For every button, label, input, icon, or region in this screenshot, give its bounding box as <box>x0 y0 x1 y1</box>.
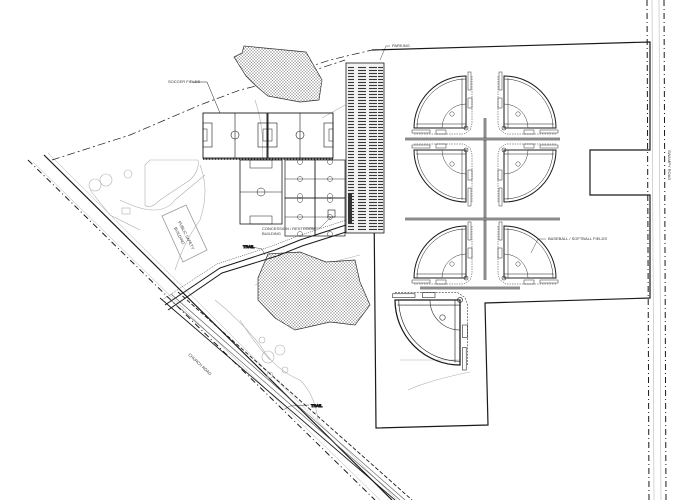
concession-label: CONCESSION / RESTROOM <box>262 226 315 231</box>
ballfield-4 <box>497 143 559 207</box>
ballfield-6 <box>497 221 559 285</box>
wetland-area-south <box>257 251 371 331</box>
soccer-fields-lower: CONCESSION / RESTROOM BUILDING <box>239 159 346 237</box>
soccer-fields-label: SOCCER FIELDS <box>168 79 201 84</box>
trail-upper-label: TRAIL <box>243 244 255 249</box>
wetland-area-north <box>233 45 323 103</box>
baseball-fields: BASEBALL / SOFTBALL FIELDS <box>391 71 607 371</box>
access-drive: TRAIL TRAIL <box>161 219 347 411</box>
swampy-road: SWAMPY ROAD <box>646 0 672 500</box>
complex-boundary <box>371 41 651 429</box>
concession-label-2: BUILDING <box>262 231 281 236</box>
soccer-fields-upper: SOCCER FIELDS <box>168 79 334 160</box>
public-safety-building: PUBLIC SAFETY BUILDING <box>161 204 208 263</box>
existing-site-features <box>88 99 471 421</box>
swampy-road-label: SWAMPY ROAD <box>667 150 672 180</box>
ballfield-1 <box>411 71 473 135</box>
church-road-label: CHURCH ROAD <box>187 352 212 376</box>
parking-lot: PARKING <box>345 43 410 234</box>
property-boundary <box>51 49 373 161</box>
ballfield-3 <box>411 143 473 207</box>
baseball-label: BASEBALL / SOFTBALL FIELDS <box>548 236 607 241</box>
church-road: CHURCH ROAD <box>27 152 413 500</box>
trail-lower-label: TRAIL <box>311 403 323 408</box>
ballfield-5 <box>411 221 473 285</box>
ballfield-7 <box>391 291 469 371</box>
parking-label: PARKING <box>392 43 410 48</box>
ballfield-2 <box>497 71 559 135</box>
